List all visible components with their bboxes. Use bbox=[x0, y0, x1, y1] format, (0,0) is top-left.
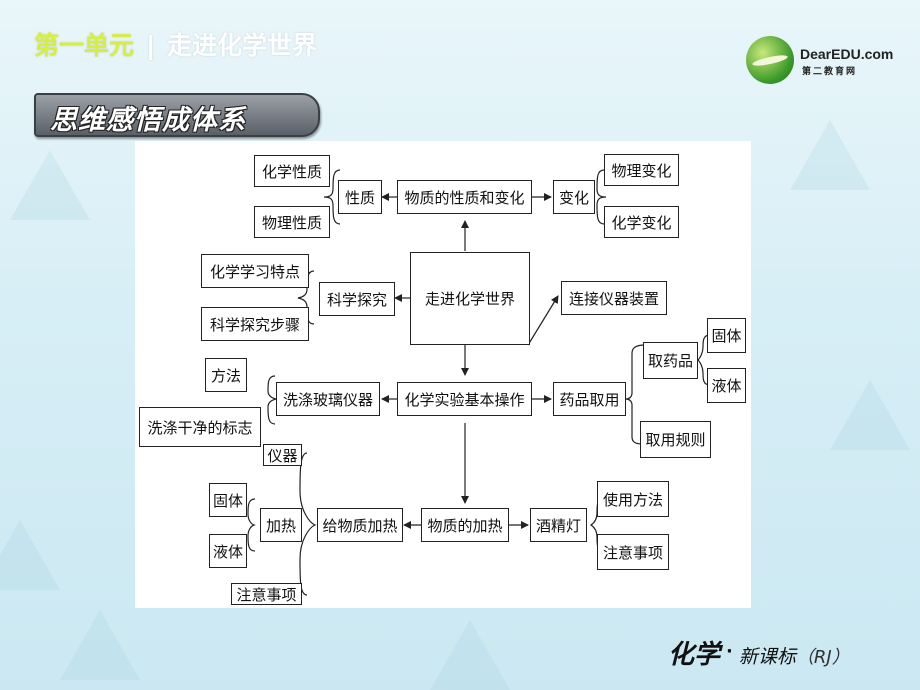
heat-solid-box: 固体 bbox=[209, 483, 247, 517]
reagent-use-box: 药品取用 bbox=[553, 382, 626, 416]
basic-operations-box: 化学实验基本操作 bbox=[397, 382, 532, 416]
solid-box: 固体 bbox=[707, 318, 746, 353]
heating-of-substance-box: 物质的加热 bbox=[421, 508, 509, 542]
physical-change-box: 物理变化 bbox=[604, 154, 679, 186]
footer-dot: · bbox=[726, 641, 733, 662]
concept-map: 化学性质 物理性质 性质 物质的性质和变化 变化 物理变化 化学变化 走进化学世… bbox=[135, 141, 751, 608]
learning-features-box: 化学学习特点 bbox=[201, 254, 309, 288]
physical-property-box: 物理性质 bbox=[254, 206, 330, 238]
title-separator: | bbox=[146, 31, 156, 60]
center-topic-box: 走进化学世界 bbox=[410, 252, 530, 345]
take-reagent-box: 取药品 bbox=[643, 342, 698, 379]
rules-box: 取用规则 bbox=[640, 421, 711, 458]
alcohol-lamp-box: 酒精灯 bbox=[530, 508, 587, 542]
property-box: 性质 bbox=[338, 180, 382, 214]
chemical-change-box: 化学变化 bbox=[604, 206, 679, 238]
inquiry-box: 科学探究 bbox=[319, 282, 395, 316]
background-triangle bbox=[10, 150, 90, 220]
liquid-box: 液体 bbox=[707, 368, 746, 403]
heating-notes-box: 注意事项 bbox=[231, 583, 302, 605]
footer-standard: 新课标 bbox=[738, 646, 796, 668]
clean-sign-box: 洗涤干净的标志 bbox=[139, 407, 261, 447]
logo: DearEDU.com 第二教育网 bbox=[746, 36, 896, 86]
instrument-box: 仪器 bbox=[263, 444, 302, 466]
logo-brand: DearEDU.com bbox=[800, 46, 894, 62]
page-title: 第一单元 | 走进化学世界 bbox=[34, 26, 317, 62]
background-triangle bbox=[830, 380, 910, 450]
properties-changes-box: 物质的性质和变化 bbox=[397, 180, 532, 214]
usage-box: 使用方法 bbox=[597, 481, 669, 517]
connect-apparatus-box: 连接仪器装置 bbox=[561, 281, 667, 315]
heat-liquid-box: 液体 bbox=[209, 534, 247, 568]
inquiry-steps-box: 科学探究步骤 bbox=[201, 307, 309, 341]
background-triangle bbox=[790, 120, 870, 190]
heat-box: 加热 bbox=[260, 508, 302, 542]
unit-label: 第一单元 bbox=[34, 31, 135, 60]
background-triangle bbox=[0, 520, 60, 590]
background-triangle bbox=[60, 610, 140, 680]
banner-label: 思维感悟成体系 bbox=[50, 105, 246, 136]
heat-substance-box: 给物质加热 bbox=[317, 508, 403, 542]
logo-sub: 第二教育网 bbox=[802, 67, 858, 77]
change-box: 变化 bbox=[553, 180, 595, 214]
section-banner: 思维感悟成体系 bbox=[34, 93, 320, 137]
topic-label: 走进化学世界 bbox=[167, 31, 318, 60]
background-triangle bbox=[430, 620, 510, 690]
lamp-notes-box: 注意事项 bbox=[597, 534, 669, 570]
footer-edition: （RJ） bbox=[795, 647, 850, 668]
footer-label: 化学·新课标（RJ） bbox=[668, 634, 850, 671]
footer-subject: 化学 bbox=[668, 640, 721, 670]
chemical-property-box: 化学性质 bbox=[254, 155, 330, 187]
method-box: 方法 bbox=[205, 358, 247, 392]
wash-glassware-box: 洗涤玻璃仪器 bbox=[276, 382, 380, 416]
